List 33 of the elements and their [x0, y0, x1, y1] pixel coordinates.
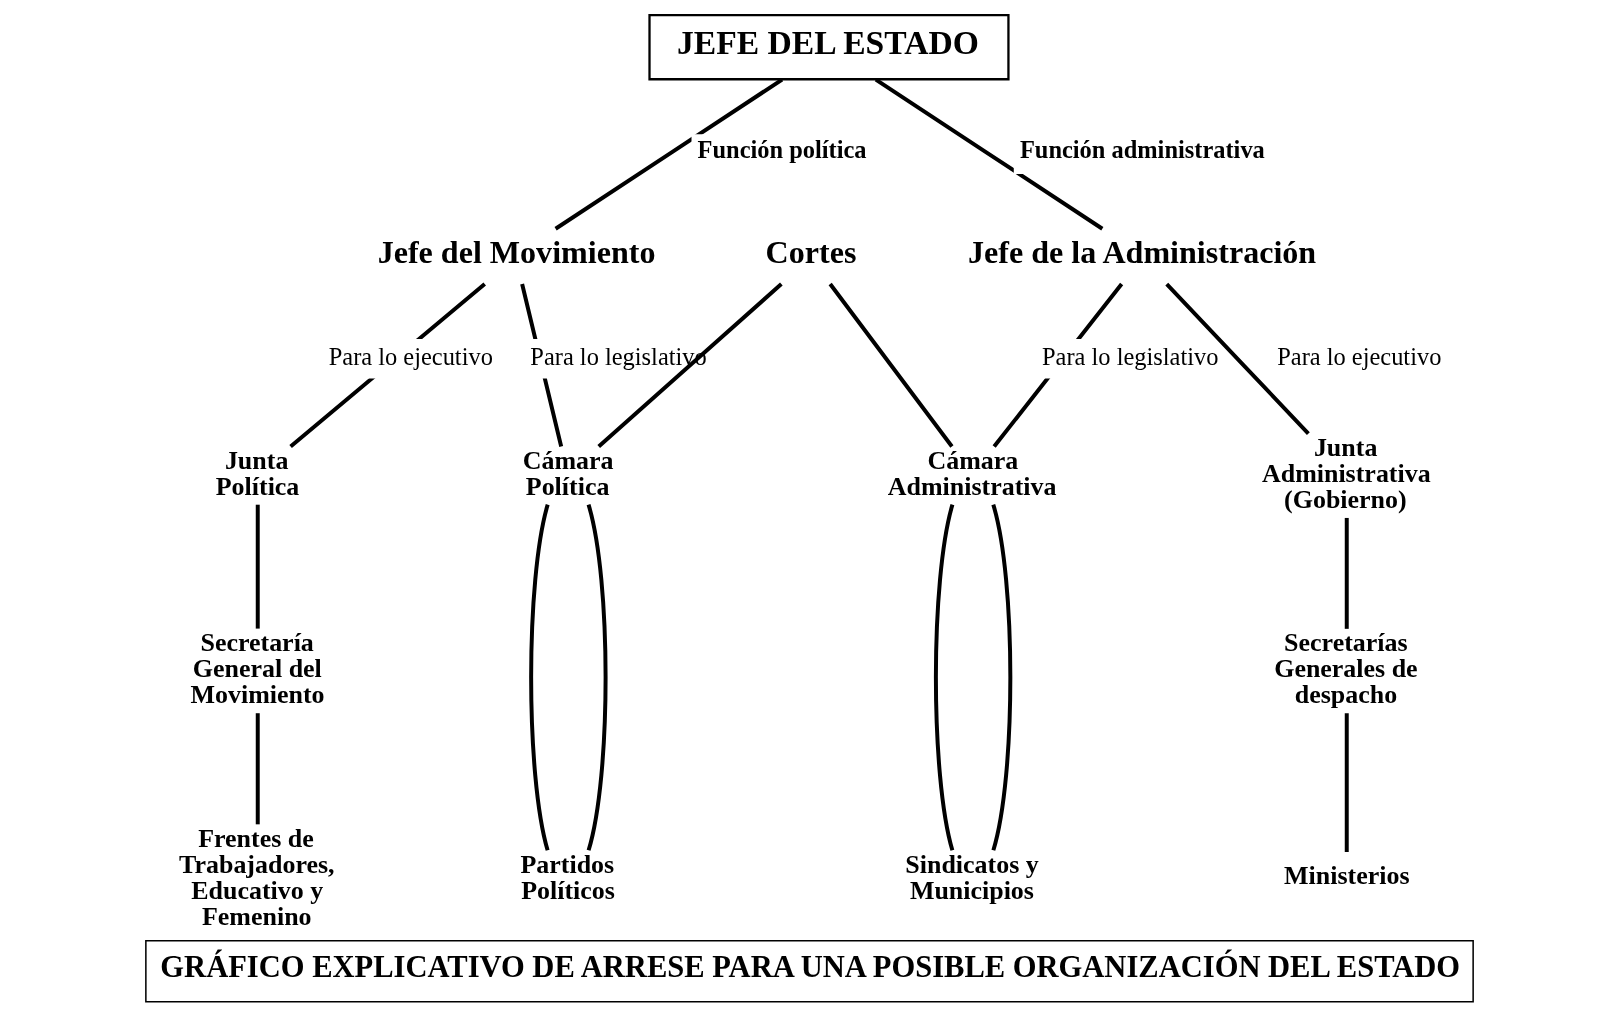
node-text: Cámara Política [522, 445, 614, 501]
connector [990, 503, 1012, 851]
node-text: Ministerios [1283, 860, 1410, 890]
connector [528, 503, 550, 851]
node-text: Junta Política [215, 445, 299, 501]
edge-label: Función política [697, 135, 867, 163]
node-text: Cámara Administrativa [887, 445, 1056, 501]
connector [596, 282, 783, 448]
edge-label: Para lo legislativo [1041, 342, 1218, 370]
connector [874, 77, 1103, 230]
node-text: Partidos Políticos [519, 849, 615, 905]
node-text: Junta Administrativa (Gobierno) [1261, 432, 1431, 514]
node-text: Sindicatos y Municipios [904, 849, 1039, 905]
connector [933, 503, 954, 851]
connector [586, 503, 608, 851]
connector [255, 504, 260, 629]
edge-label: Para lo ejecutivo [1276, 342, 1441, 370]
connector [828, 282, 953, 448]
edge-label: Para lo ejecutivo [328, 342, 493, 370]
connector [255, 712, 260, 824]
connector [1344, 712, 1349, 852]
edge-label: Función administrativa [1019, 135, 1265, 163]
connector [554, 77, 783, 230]
connector [1164, 282, 1310, 435]
node-text: Cortes [765, 233, 856, 270]
node-text: Secretarías Generales de despacho [1273, 627, 1418, 709]
connector [1344, 517, 1349, 629]
node-box: JEFE DEL ESTADO [647, 13, 1010, 80]
caption: GRÁFICO EXPLICATIVO DE ARRESE PARA UNA POSIBLE ORGANIZACIÓN DEL ESTADO [159, 949, 1460, 984]
node-text: Secretaría General del Movimiento [190, 627, 325, 709]
node-text: Jefe del Movimiento [377, 233, 655, 270]
node-text: Frentes de Trabajadores, Educativo y Femenino [178, 823, 335, 931]
node-text: Jefe de la Administración [967, 233, 1316, 270]
